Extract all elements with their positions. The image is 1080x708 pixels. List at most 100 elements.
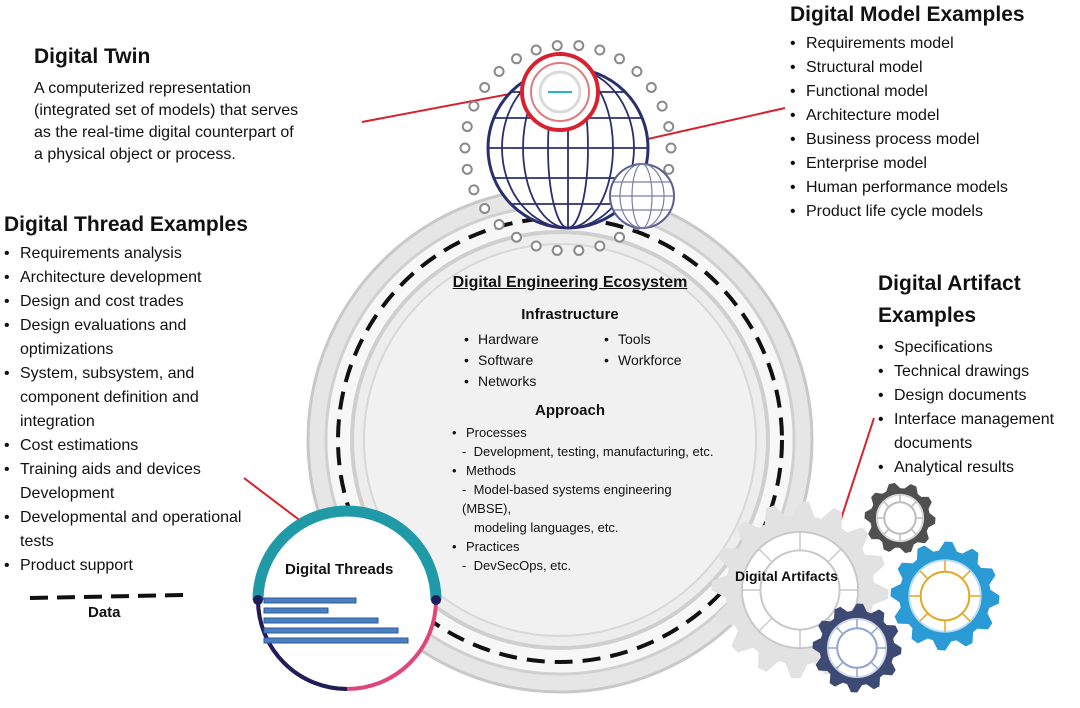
list-item: System, subsystem, and component definiti… bbox=[4, 362, 294, 434]
list-item: Developmental and operational tests bbox=[4, 506, 294, 554]
model-examples-list: Requirements model Structural model Func… bbox=[790, 32, 1075, 224]
approach-detail: - DevSecOps, etc. bbox=[462, 558, 572, 573]
orbit-dot bbox=[614, 53, 625, 65]
list-item-line: integration bbox=[20, 413, 95, 430]
orbit-dot bbox=[461, 121, 473, 133]
artifact-examples-list: Specifications Technical drawings Design… bbox=[878, 336, 1078, 480]
thread-examples-block: Digital Thread Examples Requirements ana… bbox=[4, 212, 294, 578]
digital-twin-description: A computerized representation (integrate… bbox=[34, 78, 374, 166]
approach-detail: - Development, testing, manufacturing, e… bbox=[462, 444, 714, 459]
blue-gear-icon bbox=[890, 541, 1000, 651]
twin-line: as the real-time digital counterpart of bbox=[34, 124, 294, 141]
infra-left-list: Hardware Software Networks bbox=[464, 329, 604, 392]
orbit-dot bbox=[461, 163, 473, 175]
list-item: Interface management documents bbox=[878, 408, 1078, 456]
orbit-dot bbox=[573, 244, 585, 256]
digital-artifacts-label: Digital Artifacts bbox=[735, 568, 838, 584]
list-item-line: Interface management bbox=[894, 411, 1055, 428]
orbit-dot bbox=[614, 231, 625, 243]
model-examples-title: Digital Model Examples bbox=[790, 3, 1025, 26]
infrastructure-heading: Infrastructure bbox=[521, 306, 619, 323]
list-item: Product support bbox=[4, 554, 294, 578]
twin-connector bbox=[361, 91, 521, 123]
orbit-dot bbox=[663, 121, 675, 133]
list-item: Design evaluations and optimizations bbox=[4, 314, 294, 362]
list-item: Human performance models bbox=[790, 176, 1075, 200]
approach-item: Processes bbox=[452, 423, 720, 442]
orbit-dot bbox=[631, 65, 643, 77]
approach-detail: - Model-based systems engineering (MBSE)… bbox=[462, 482, 672, 516]
list-item: Requirements model bbox=[790, 32, 1075, 56]
orbit-dot bbox=[551, 40, 563, 52]
orbit-dot bbox=[468, 184, 480, 196]
orbit-dot bbox=[656, 100, 668, 112]
list-item: Functional model bbox=[790, 80, 1075, 104]
orbit-dot bbox=[594, 44, 606, 56]
artifact-title-line: Digital Artifact bbox=[878, 272, 1021, 295]
list-item: Specifications bbox=[878, 336, 1078, 360]
twin-line: a physical object or process. bbox=[34, 146, 236, 163]
artifact-connector bbox=[839, 417, 875, 523]
approach-detail: modeling languages, etc. bbox=[474, 520, 619, 535]
approach-item: Practices bbox=[452, 537, 720, 556]
orbit-dot bbox=[511, 231, 522, 243]
orbit-dot bbox=[530, 240, 542, 252]
twin-line: A computerized representation bbox=[34, 80, 252, 97]
orbit-dot bbox=[665, 142, 677, 154]
approach-item: Methods bbox=[452, 461, 720, 480]
orbit-dot bbox=[493, 65, 505, 77]
list-item: Product life cycle models bbox=[790, 200, 1075, 224]
orbit-dot bbox=[468, 100, 480, 112]
list-item: Tools bbox=[604, 329, 682, 350]
artifact-title-line: Examples bbox=[878, 304, 977, 327]
list-item-line: System, subsystem, and bbox=[20, 365, 195, 382]
orbit-dot bbox=[479, 81, 491, 93]
ecosystem-title: Digital Engineering Ecosystem bbox=[452, 274, 688, 291]
orbit-dot bbox=[645, 81, 657, 93]
list-item: Requirements analysis bbox=[4, 242, 294, 266]
list-item: Workforce bbox=[604, 350, 682, 371]
infra-right-list: Tools Workforce bbox=[604, 329, 682, 392]
list-item: Business process model bbox=[790, 128, 1075, 152]
orbit-dot bbox=[530, 44, 542, 56]
twin-lens-icon bbox=[520, 52, 600, 132]
data-legend-line bbox=[29, 593, 186, 600]
orbit-dot bbox=[459, 142, 471, 154]
list-item-line: documents bbox=[894, 435, 973, 452]
list-item-line: optimizations bbox=[20, 341, 114, 358]
orbit-dot bbox=[479, 203, 491, 215]
artifact-examples-block: Digital Artifact Examples Specifications… bbox=[878, 268, 1078, 480]
digital-threads-label: Digital Threads bbox=[285, 561, 394, 578]
model-connector bbox=[629, 107, 786, 144]
list-item: Technical drawings bbox=[878, 360, 1078, 384]
list-item: Structural model bbox=[790, 56, 1075, 80]
ecosystem-block: Digital Engineering Ecosystem Infrastruc… bbox=[420, 274, 720, 575]
orbit-dot bbox=[594, 240, 606, 252]
orbit-dot bbox=[511, 53, 522, 65]
approach-heading: Approach bbox=[534, 402, 605, 419]
list-item: Architecture model bbox=[790, 104, 1075, 128]
orbit-dot bbox=[551, 244, 563, 256]
gray-gear-icon bbox=[864, 482, 936, 554]
list-item: Cost estimations bbox=[4, 434, 294, 458]
list-item-line: tests bbox=[20, 533, 54, 550]
small-globe-icon bbox=[609, 163, 675, 229]
thread-examples-list: Requirements analysis Architecture devel… bbox=[4, 242, 294, 578]
gears-group bbox=[711, 482, 1000, 693]
approach-list: Processes - Development, testing, manufa… bbox=[452, 423, 720, 575]
list-item: Enterprise model bbox=[790, 152, 1075, 176]
digital-twin-title: Digital Twin bbox=[34, 45, 151, 68]
list-item: Architecture development bbox=[4, 266, 294, 290]
list-item-line: Design evaluations and bbox=[20, 317, 187, 334]
model-examples-block: Digital Model Examples Requirements mode… bbox=[790, 2, 1075, 224]
thread-examples-title: Digital Thread Examples bbox=[4, 213, 248, 236]
list-item: Software bbox=[464, 350, 604, 371]
list-item: Hardware bbox=[464, 329, 604, 350]
navy-gear-icon bbox=[812, 603, 902, 693]
list-item-line: component definition and bbox=[20, 389, 199, 406]
list-item: Design documents bbox=[878, 384, 1078, 408]
list-item: Analytical results bbox=[878, 456, 1078, 480]
artifact-examples-title: Digital Artifact Examples bbox=[878, 268, 1078, 332]
list-item-line: Developmental and operational bbox=[20, 509, 242, 526]
